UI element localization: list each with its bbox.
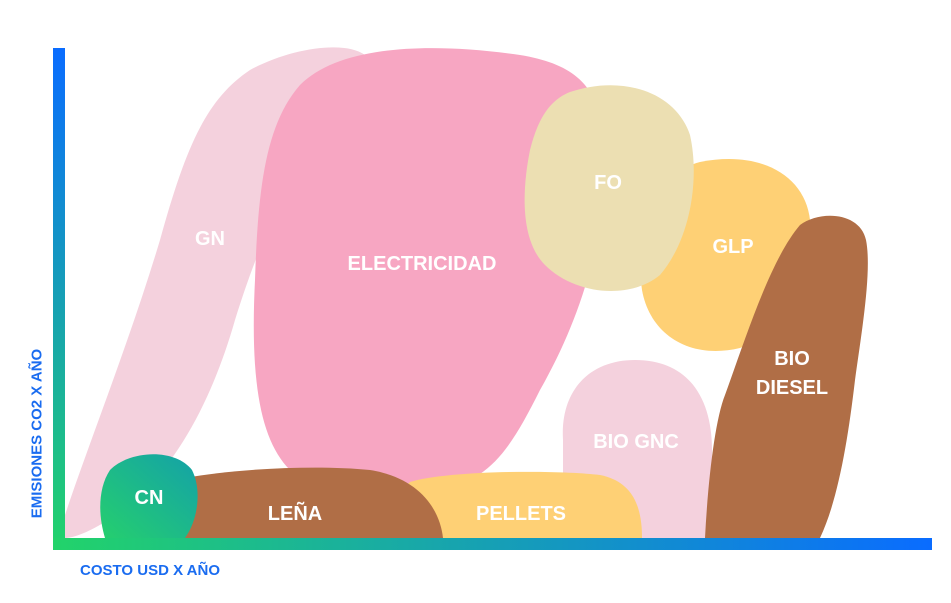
label-bio-gnc: BIO GNC xyxy=(593,431,679,453)
label-cn: CN xyxy=(135,487,164,509)
region-pellets xyxy=(399,471,642,538)
label-fo: FO xyxy=(594,172,622,194)
x-axis xyxy=(53,538,932,550)
label-bio-diesel-line2: DIESEL xyxy=(756,377,828,399)
label-gn: GN xyxy=(195,228,225,250)
label-bio-diesel-line1: BIO xyxy=(774,348,810,370)
label-glp: GLP xyxy=(712,236,753,258)
region-cn xyxy=(100,454,198,538)
x-axis-label: COSTO USD X AÑO xyxy=(80,562,221,579)
label-lena: LEÑA xyxy=(268,502,322,525)
region-lena xyxy=(180,467,443,538)
label-electricidad: ELECTRICIDAD xyxy=(348,253,497,275)
region-fo xyxy=(524,85,694,292)
region-bio-diesel xyxy=(705,215,868,538)
y-axis-label: EMISIONES CO2 X AÑO xyxy=(28,348,46,519)
y-axis xyxy=(53,48,65,550)
label-pellets: PELLETS xyxy=(476,503,566,525)
region-electricidad xyxy=(253,48,606,494)
